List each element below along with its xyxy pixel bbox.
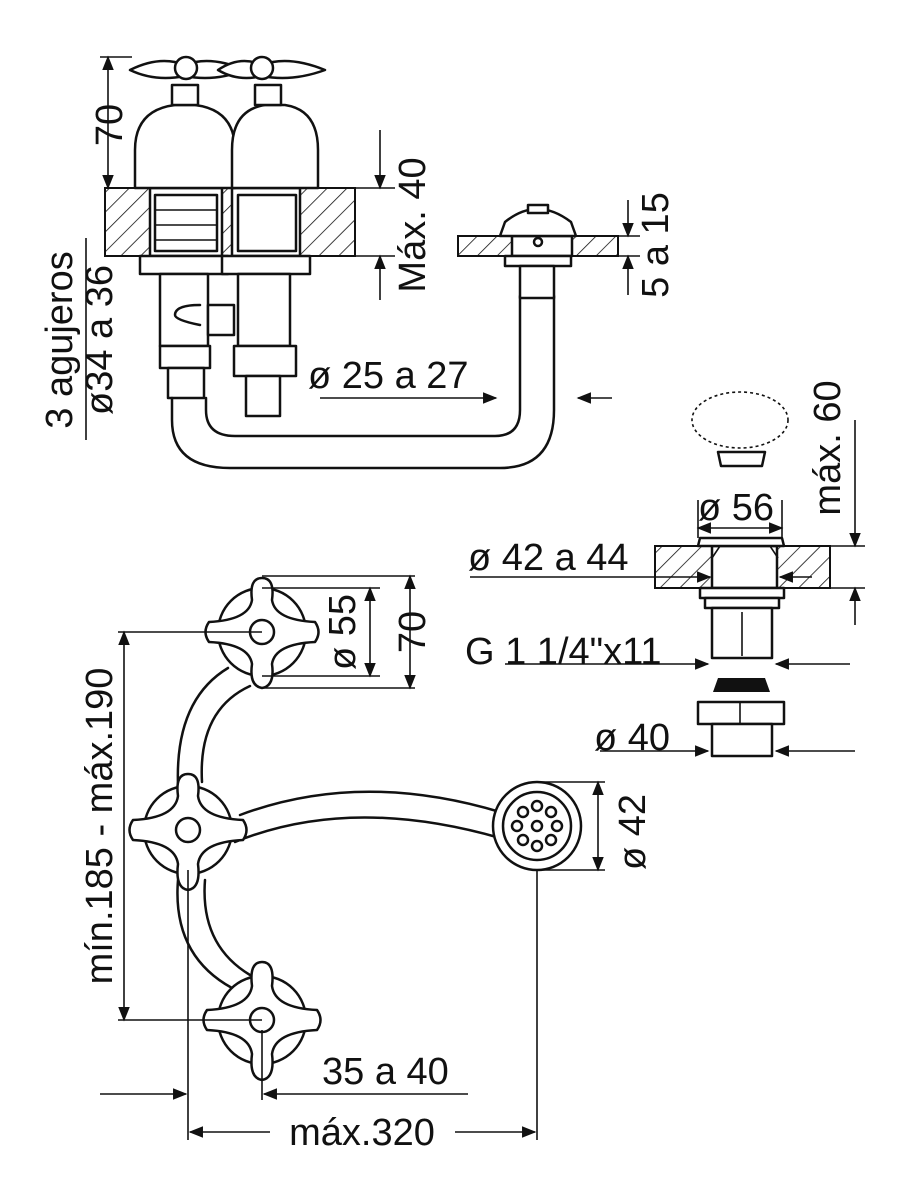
drain-nut [696,700,786,726]
label-spout-diameter: ø 42 [612,794,654,870]
label-offset: 35 a 40 [322,1051,449,1093]
label-drain-nut: ø 40 [594,717,670,759]
label-pipe-diameter: ø 25 a 27 [308,355,469,397]
label-handle-diameter: ø 55 [322,594,364,670]
label-max-height-drain: máx. 60 [807,380,849,515]
label-deck-spout: 5 a 15 [635,192,677,298]
drain-plug [716,450,767,468]
connection-pipe-outer [170,294,556,470]
label-drain-top: ø 56 [698,487,774,529]
deck-left [104,187,356,257]
spout-head-plan [491,780,583,872]
drain-washer [713,678,770,692]
connection-pipe-inner [204,294,522,438]
label-max-deck: Máx. 40 [392,157,434,292]
label-holes-count: 3 agujeros [39,251,81,428]
label-drain-hole: ø 42 a 44 [468,537,629,579]
label-drain-thread: G 1 1/4"x11 [465,631,662,673]
label-handle-height: 70 [392,611,434,653]
right-valve [220,83,320,418]
label-spacing: mín.185 - máx.190 [79,668,121,985]
drain-assembly: máx. 60 ø 56 ø 42 a 44 G 1 1/4"x11 ø 40 [465,380,865,759]
handle-side-right [216,55,327,81]
plan-view: ø 55 70 mín.185 - máx.190 ø 42 35 a 40 m… [79,574,654,1154]
side-elevation: 70 Máx. 40 5 a 15 3 agujeros ø34 a 36 ø … [39,55,677,470]
drain-chain [691,391,789,449]
label-max-width: máx.320 [289,1112,435,1154]
label-height-handles: 70 [89,104,131,146]
